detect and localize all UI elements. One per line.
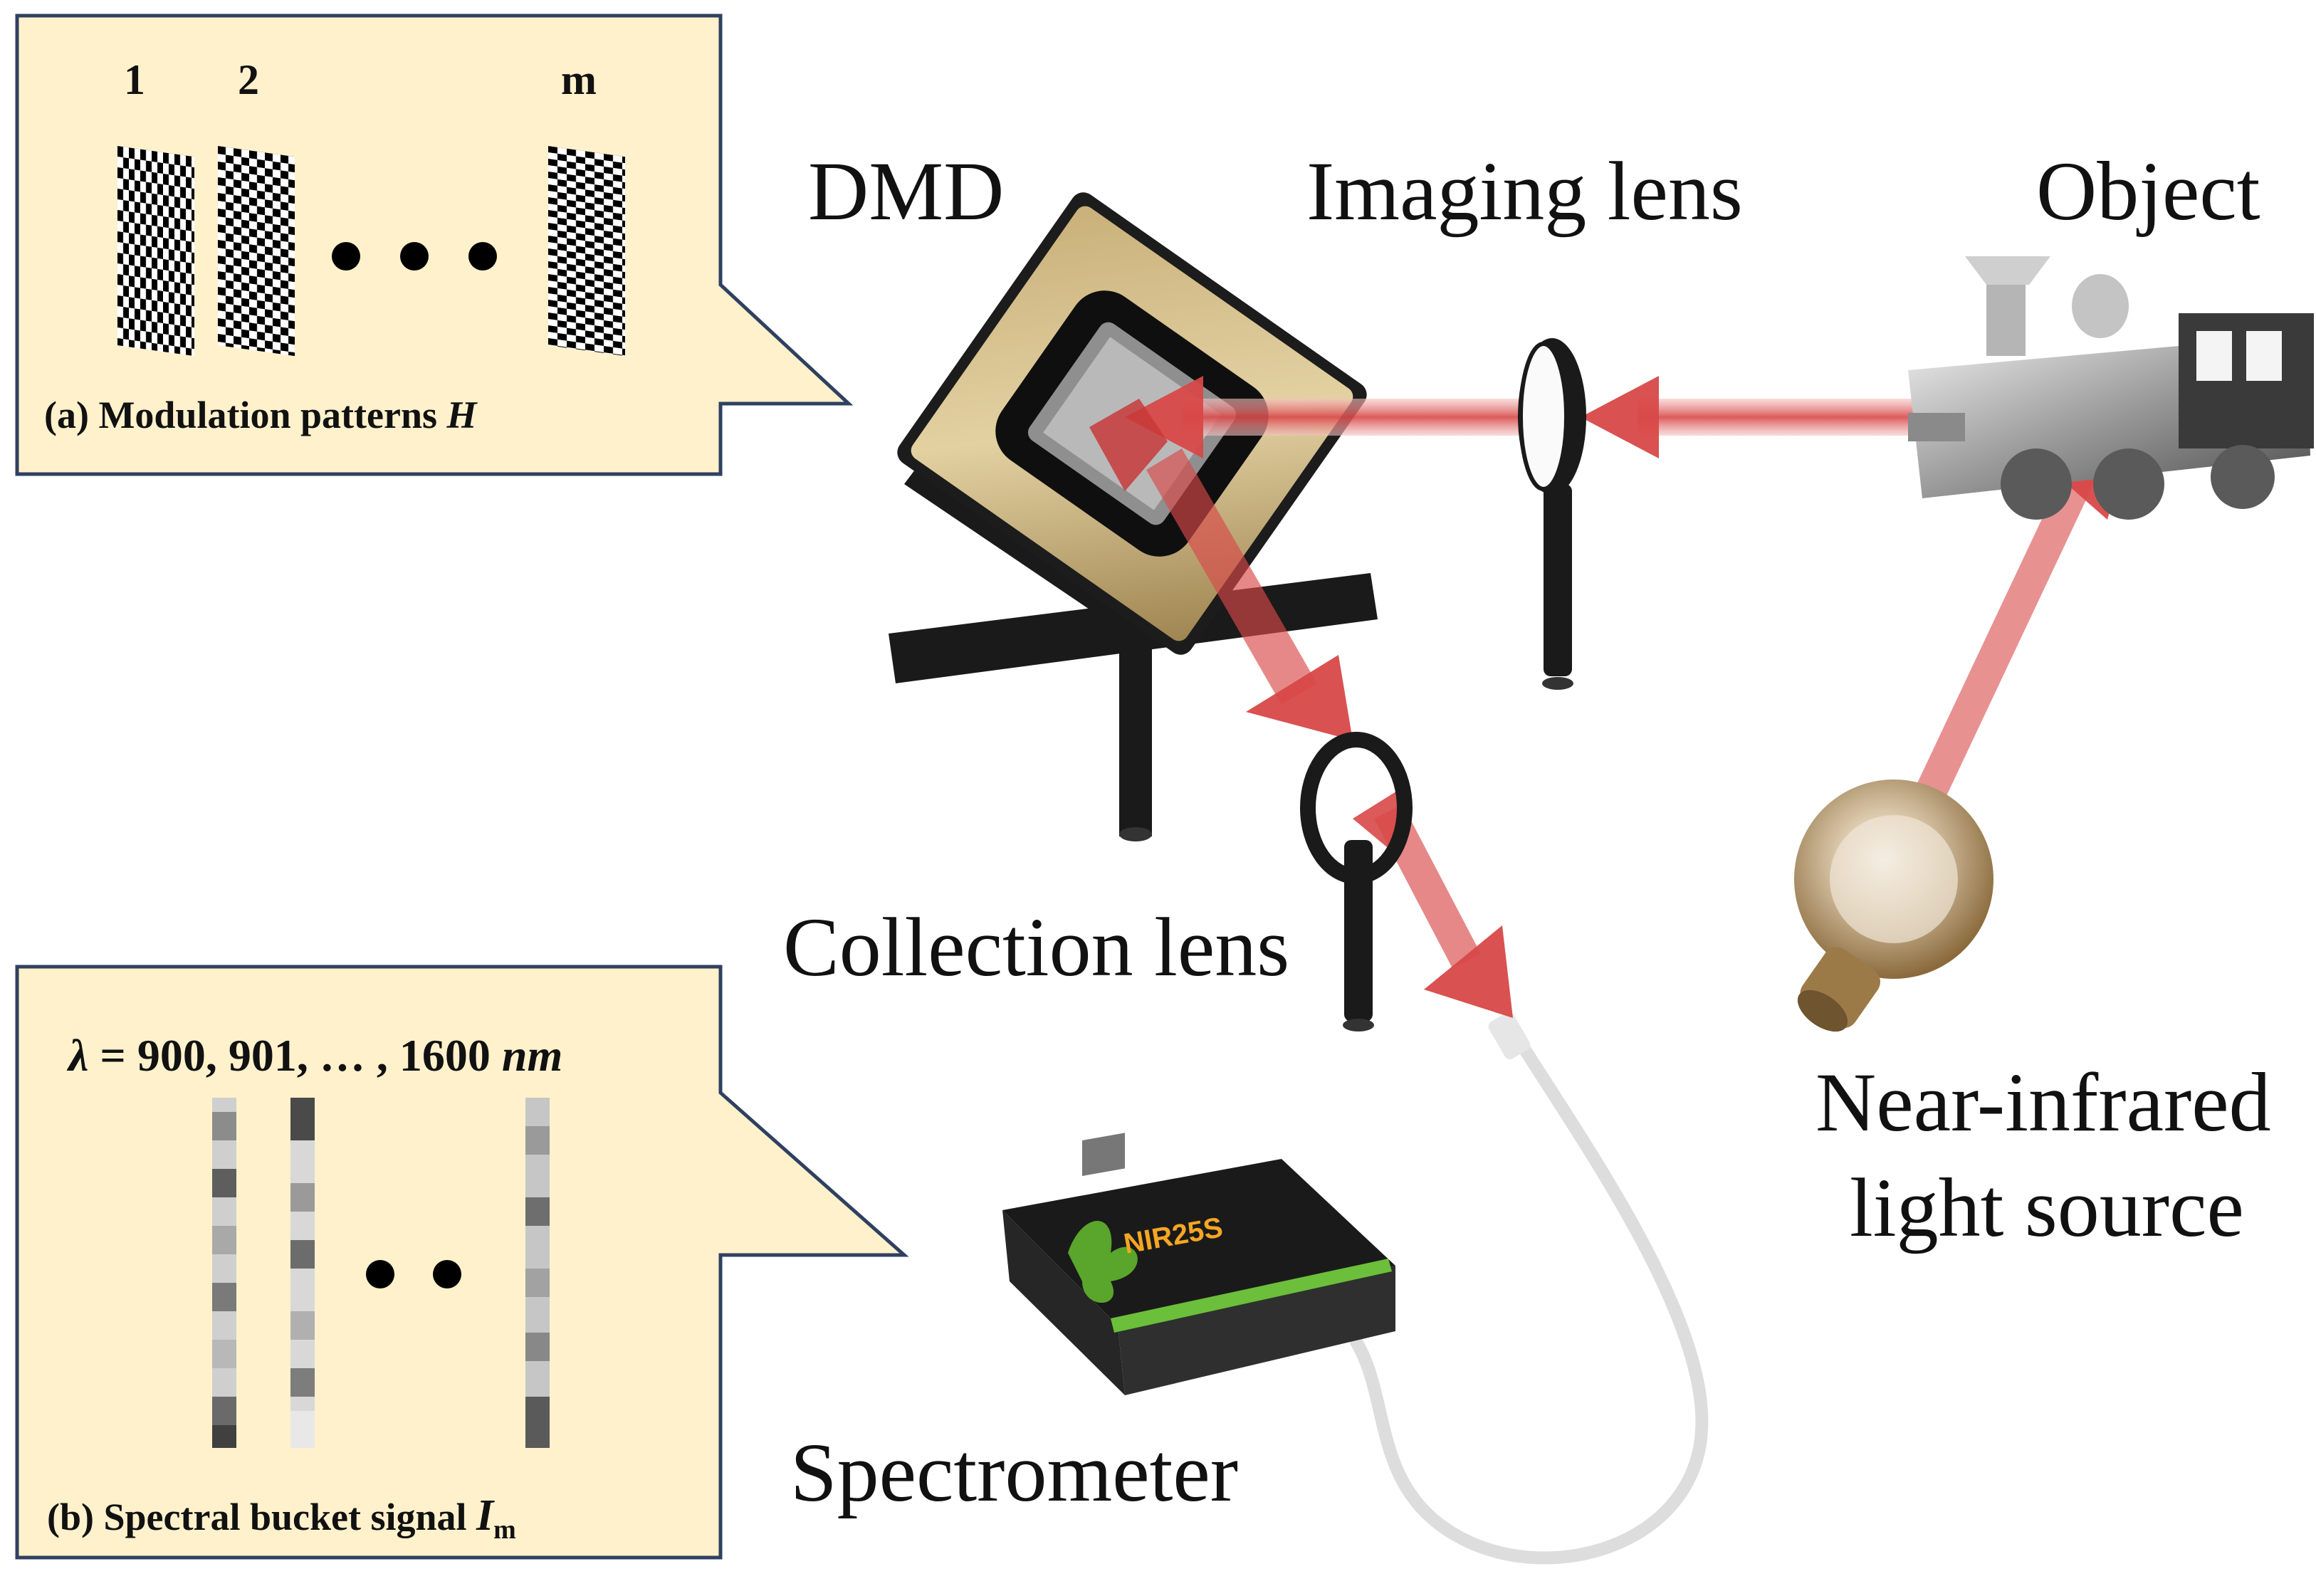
label-object: Object	[2036, 145, 2260, 238]
pattern-index-1: 1	[124, 56, 145, 103]
fiber-connector	[1488, 1012, 1531, 1060]
label-nir-source-line2: light source	[1850, 1161, 2244, 1254]
ellipsis-dots-b	[366, 1260, 461, 1288]
spectral-bar-2	[290, 1098, 315, 1448]
callout-b-box	[15, 965, 909, 1560]
pattern-index-m: m	[561, 56, 597, 103]
caption-b-text: (b) Spectral bucket signal	[47, 1496, 477, 1538]
formula-unit: nm	[501, 1030, 563, 1081]
formula-lambda: λ	[68, 1030, 89, 1081]
label-nir-source-line1: Near-infrared	[1815, 1056, 2271, 1149]
beam-source-to-object	[1894, 456, 2100, 847]
caption-spectral-bucket-signal: (b) Spectral bucket signal Im	[47, 1491, 516, 1545]
callout-a-box	[15, 14, 854, 476]
beam-arrowhead-to-collection-lens	[1246, 655, 1353, 740]
modulation-pattern-m	[548, 146, 625, 357]
nir-light-bulb	[1794, 779, 1993, 1032]
label-imaging-lens: Imaging lens	[1306, 145, 1743, 238]
modulation-pattern-2	[218, 146, 295, 357]
wavelength-formula: λ = 900, 901, … , 1600 nm	[68, 1029, 562, 1082]
callout-modulation-patterns	[15, 14, 854, 476]
formula-values: = 900, 901, … , 1600	[88, 1030, 502, 1081]
imaging-lens	[1518, 338, 1586, 690]
label-spectrometer: Spectrometer	[790, 1426, 1239, 1519]
spectrometer-device	[1002, 1133, 1395, 1395]
label-collection-lens: Collection lens	[783, 901, 1290, 994]
ellipsis-dots-a	[332, 242, 497, 271]
spectral-bar-1	[212, 1098, 236, 1448]
pattern-index-2: 2	[238, 56, 259, 103]
optical-fiber	[1350, 1024, 1709, 1565]
collection-lens	[1300, 732, 1413, 1031]
beam-arrowhead-to-lens	[1581, 376, 1659, 458]
callout-spectral-signal	[15, 965, 909, 1560]
beam-arrowhead-to-dmd	[1125, 376, 1203, 458]
caption-modulation-patterns: (a) Modulation patterns H	[44, 393, 477, 437]
beam-reflection-at-dmd	[1089, 399, 1168, 491]
spectral-bar-m	[525, 1098, 550, 1448]
label-dmd: DMD	[808, 145, 1005, 238]
caption-b-symbol: I	[476, 1491, 494, 1540]
caption-a-text: (a) Modulation patterns	[44, 394, 447, 436]
beam-dmd-to-collection-lens	[1146, 448, 1317, 705]
beam-arrowhead-to-fiber	[1424, 925, 1513, 1018]
caption-b-subscript: m	[493, 1514, 516, 1545]
modulation-pattern-1	[117, 146, 194, 357]
beam-lens-to-dmd	[1182, 399, 1566, 436]
object-locomotive	[1908, 256, 2314, 520]
caption-a-symbol: H	[446, 394, 477, 436]
